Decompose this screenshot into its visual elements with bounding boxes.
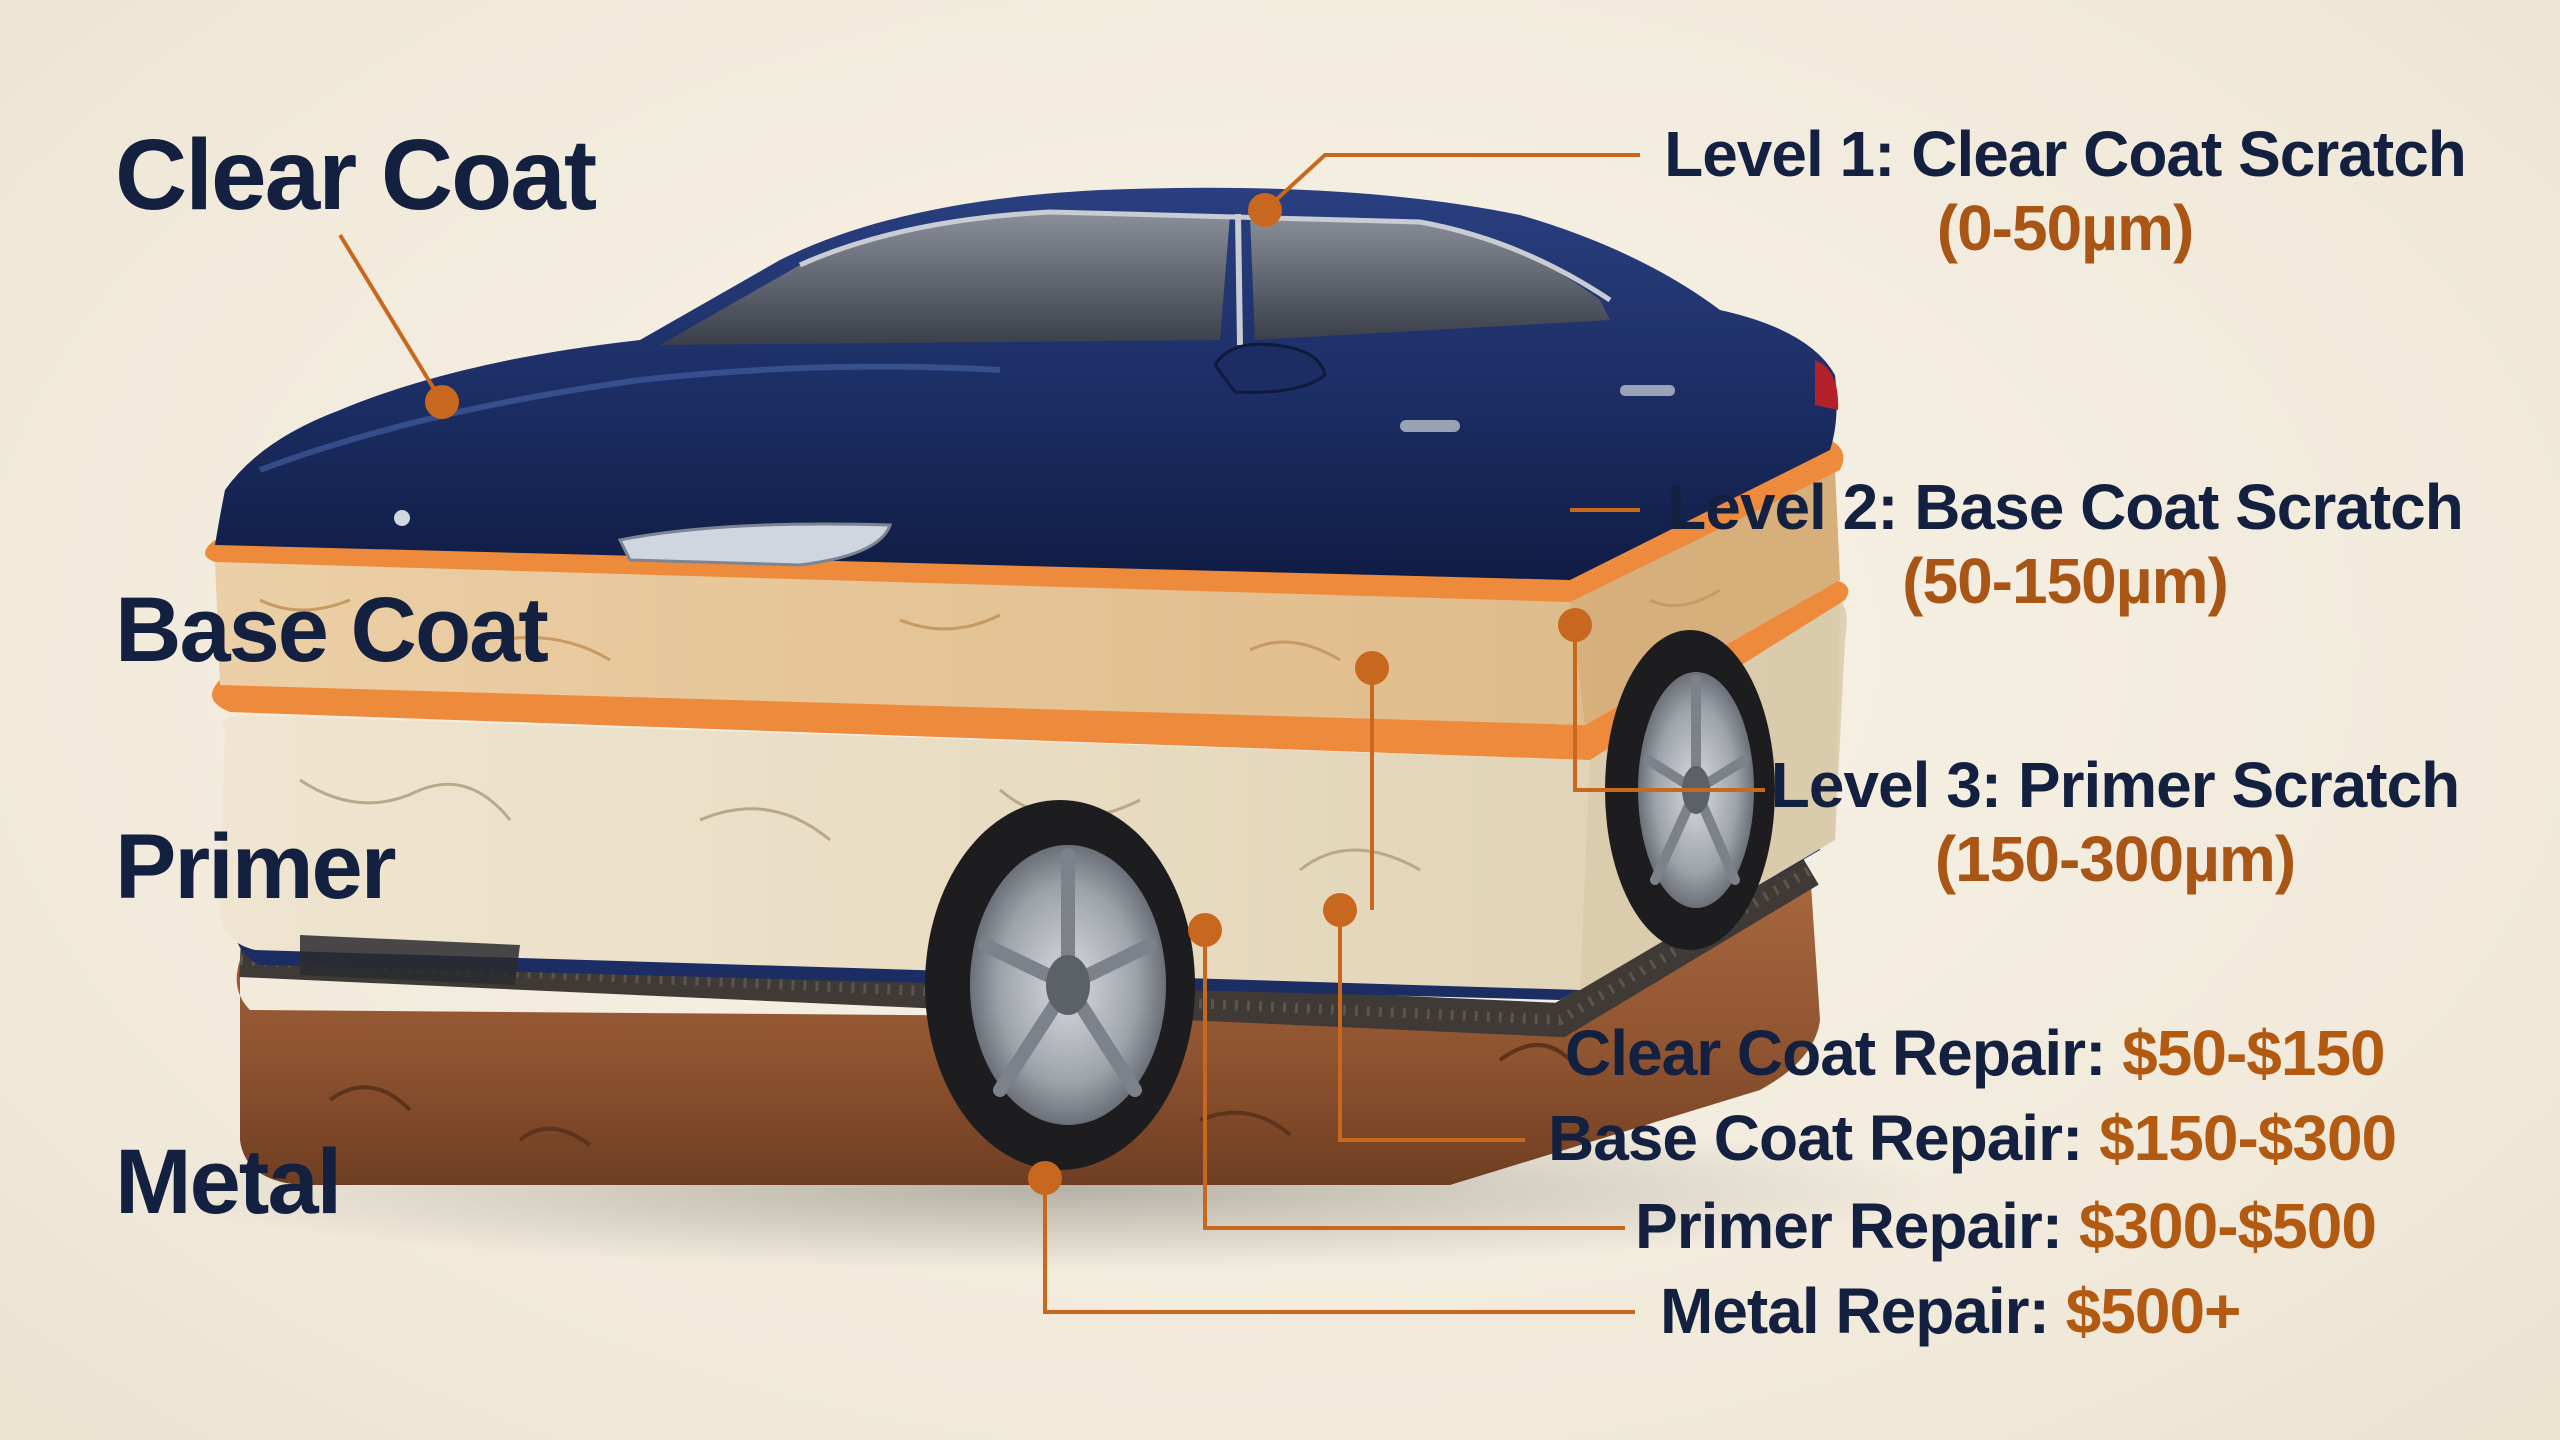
base-coat-layer	[215, 470, 1840, 725]
base-coat-label: Base Coat	[115, 579, 549, 681]
orange-separator-upper	[205, 440, 1844, 602]
clear-coat-label: Clear Coat	[115, 119, 597, 231]
primer-repair-cost: Primer Repair: $300-$500	[1635, 1190, 2377, 1262]
level-1-callout: Level 1: Clear Coat Scratch (0-50µm)	[1650, 117, 2480, 265]
metal-repair-cost: Metal Repair: $500+	[1660, 1275, 2241, 1347]
level-1-range: (0-50µm)	[1936, 192, 2195, 264]
level-2-title: Level 2: Base Coat Scratch	[1667, 471, 2464, 543]
orange-separator-lower	[212, 580, 1849, 760]
base-coat-repair-cost: Base Coat Repair: $150-$300	[1548, 1102, 2397, 1174]
dot-clear-coat	[425, 385, 459, 419]
dot-level-1	[1248, 193, 1282, 227]
dot-base-coat-repair-upper	[1355, 651, 1389, 685]
level-1-title: Level 1: Clear Coat Scratch	[1664, 118, 2467, 190]
level-3-title: Level 3: Primer Scratch	[1770, 749, 2460, 821]
car-body	[215, 187, 1839, 580]
level-2-range: (50-150µm)	[1902, 545, 2229, 617]
level-2-callout: Level 2: Base Coat Scratch (50-150µm)	[1650, 470, 2480, 618]
leader-lines	[338, 153, 1765, 1314]
metal-label: Metal	[115, 1131, 342, 1233]
dot-level-3	[1558, 608, 1592, 642]
clear-coat-repair-cost: Clear Coat Repair: $50-$150	[1565, 1017, 2386, 1089]
leader-dots	[425, 193, 1592, 1195]
front-wheel	[925, 800, 1195, 1170]
dot-base-coat-repair	[1323, 893, 1357, 927]
level-3-range: (150-300µm)	[1934, 823, 2296, 895]
level-3-callout: Level 3: Primer Scratch (150-300µm)	[1765, 748, 2465, 896]
dot-primer-repair	[1188, 913, 1222, 947]
dot-metal-repair	[1028, 1161, 1062, 1195]
primer-label: Primer	[115, 816, 396, 918]
